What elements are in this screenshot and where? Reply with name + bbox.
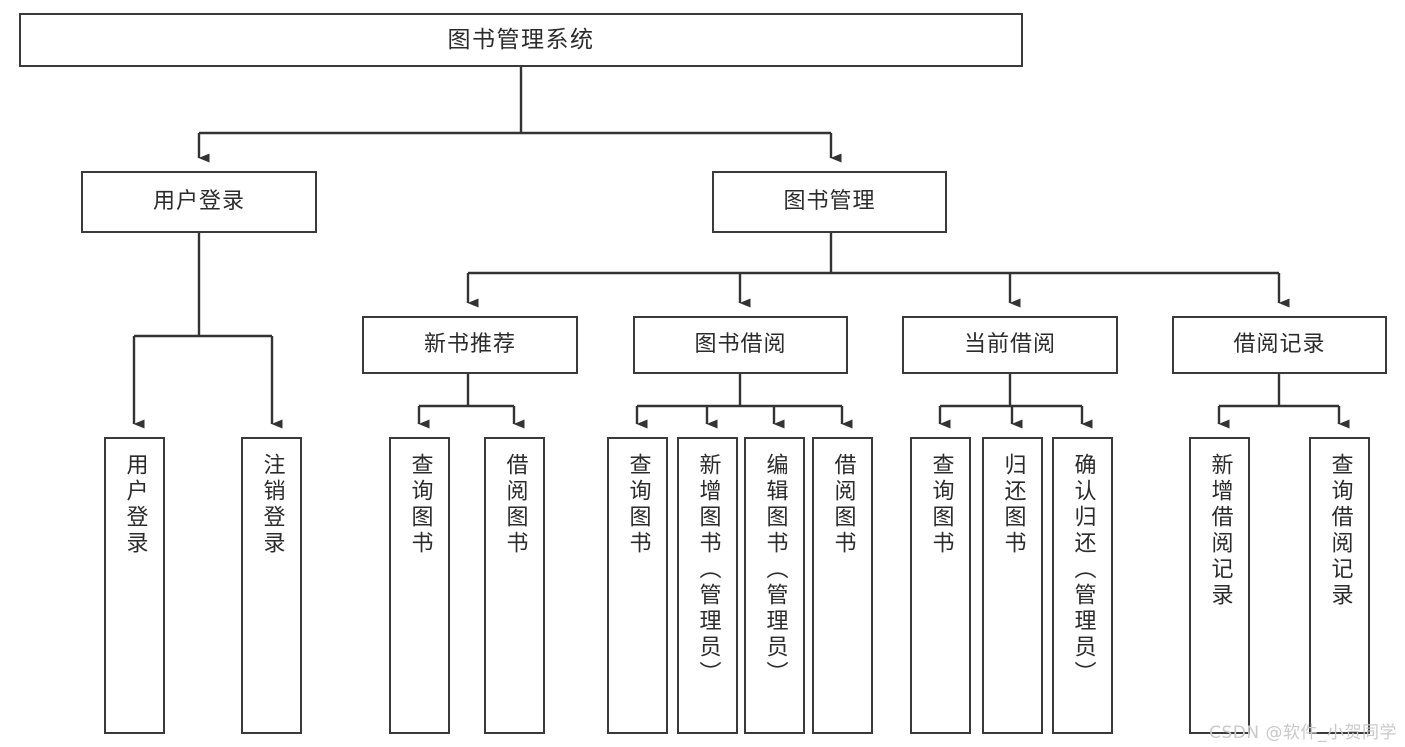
leaf-query-borrow-record-label: 查询借阅记录 — [1327, 453, 1353, 609]
leaf-query-borrow-record[interactable]: 查询借阅记录 — [1309, 437, 1370, 734]
node-book-borrow[interactable]: 图书借阅 — [633, 316, 848, 374]
leaf-add-book-admin-label: 新增图书（管理员） — [695, 453, 721, 687]
leaf-logout[interactable]: 注销登录 — [241, 437, 302, 734]
node-borrow-records-label: 借阅记录 — [1233, 332, 1326, 358]
leaf-add-book-admin[interactable]: 新增图书（管理员） — [677, 437, 738, 734]
node-new-book-recommend[interactable]: 新书推荐 — [362, 316, 578, 374]
leaf-query-book-recommend-label: 查询图书 — [407, 453, 433, 557]
leaf-add-borrow-record-label: 新增借阅记录 — [1207, 453, 1233, 609]
leaf-query-book-borrow-label: 查询图书 — [625, 453, 651, 557]
leaf-confirm-return-admin-label: 确认归还（管理员） — [1070, 453, 1096, 687]
leaf-return-book-label: 归还图书 — [1000, 453, 1026, 557]
leaf-user-login-label: 用户登录 — [122, 453, 148, 557]
leaf-borrow-book-label: 借阅图书 — [830, 453, 856, 557]
node-root[interactable]: 图书管理系统 — [19, 13, 1023, 67]
node-book-management[interactable]: 图书管理 — [712, 171, 947, 233]
leaf-edit-book-admin-label: 编辑图书（管理员） — [762, 453, 788, 687]
leaf-add-borrow-record[interactable]: 新增借阅记录 — [1189, 437, 1250, 734]
node-new-book-recommend-label: 新书推荐 — [423, 332, 516, 358]
node-book-borrow-label: 图书借阅 — [694, 332, 787, 358]
leaf-edit-book-admin[interactable]: 编辑图书（管理员） — [744, 437, 805, 734]
leaf-return-book[interactable]: 归还图书 — [982, 437, 1043, 734]
node-root-label: 图书管理系统 — [447, 26, 595, 53]
leaf-query-book-recommend[interactable]: 查询图书 — [389, 437, 450, 734]
node-current-borrow[interactable]: 当前借阅 — [902, 316, 1118, 374]
leaf-borrow-book-recommend[interactable]: 借阅图书 — [484, 437, 545, 734]
leaf-query-book-borrow[interactable]: 查询图书 — [607, 437, 668, 734]
node-book-management-label: 图书管理 — [783, 189, 876, 215]
leaf-logout-label: 注销登录 — [259, 453, 285, 557]
node-current-borrow-label: 当前借阅 — [963, 332, 1056, 358]
node-user-login[interactable]: 用户登录 — [81, 171, 317, 233]
leaf-query-book-current-label: 查询图书 — [928, 453, 954, 557]
csdn-watermark: CSDN @软件_小贺同学 — [1209, 723, 1397, 743]
leaf-user-login[interactable]: 用户登录 — [104, 437, 165, 734]
leaf-confirm-return-admin[interactable]: 确认归还（管理员） — [1052, 437, 1113, 734]
node-borrow-records[interactable]: 借阅记录 — [1172, 316, 1387, 374]
leaf-borrow-book[interactable]: 借阅图书 — [812, 437, 873, 734]
leaf-borrow-book-recommend-label: 借阅图书 — [502, 453, 528, 557]
leaf-query-book-current[interactable]: 查询图书 — [910, 437, 971, 734]
node-user-login-label: 用户登录 — [152, 189, 245, 215]
